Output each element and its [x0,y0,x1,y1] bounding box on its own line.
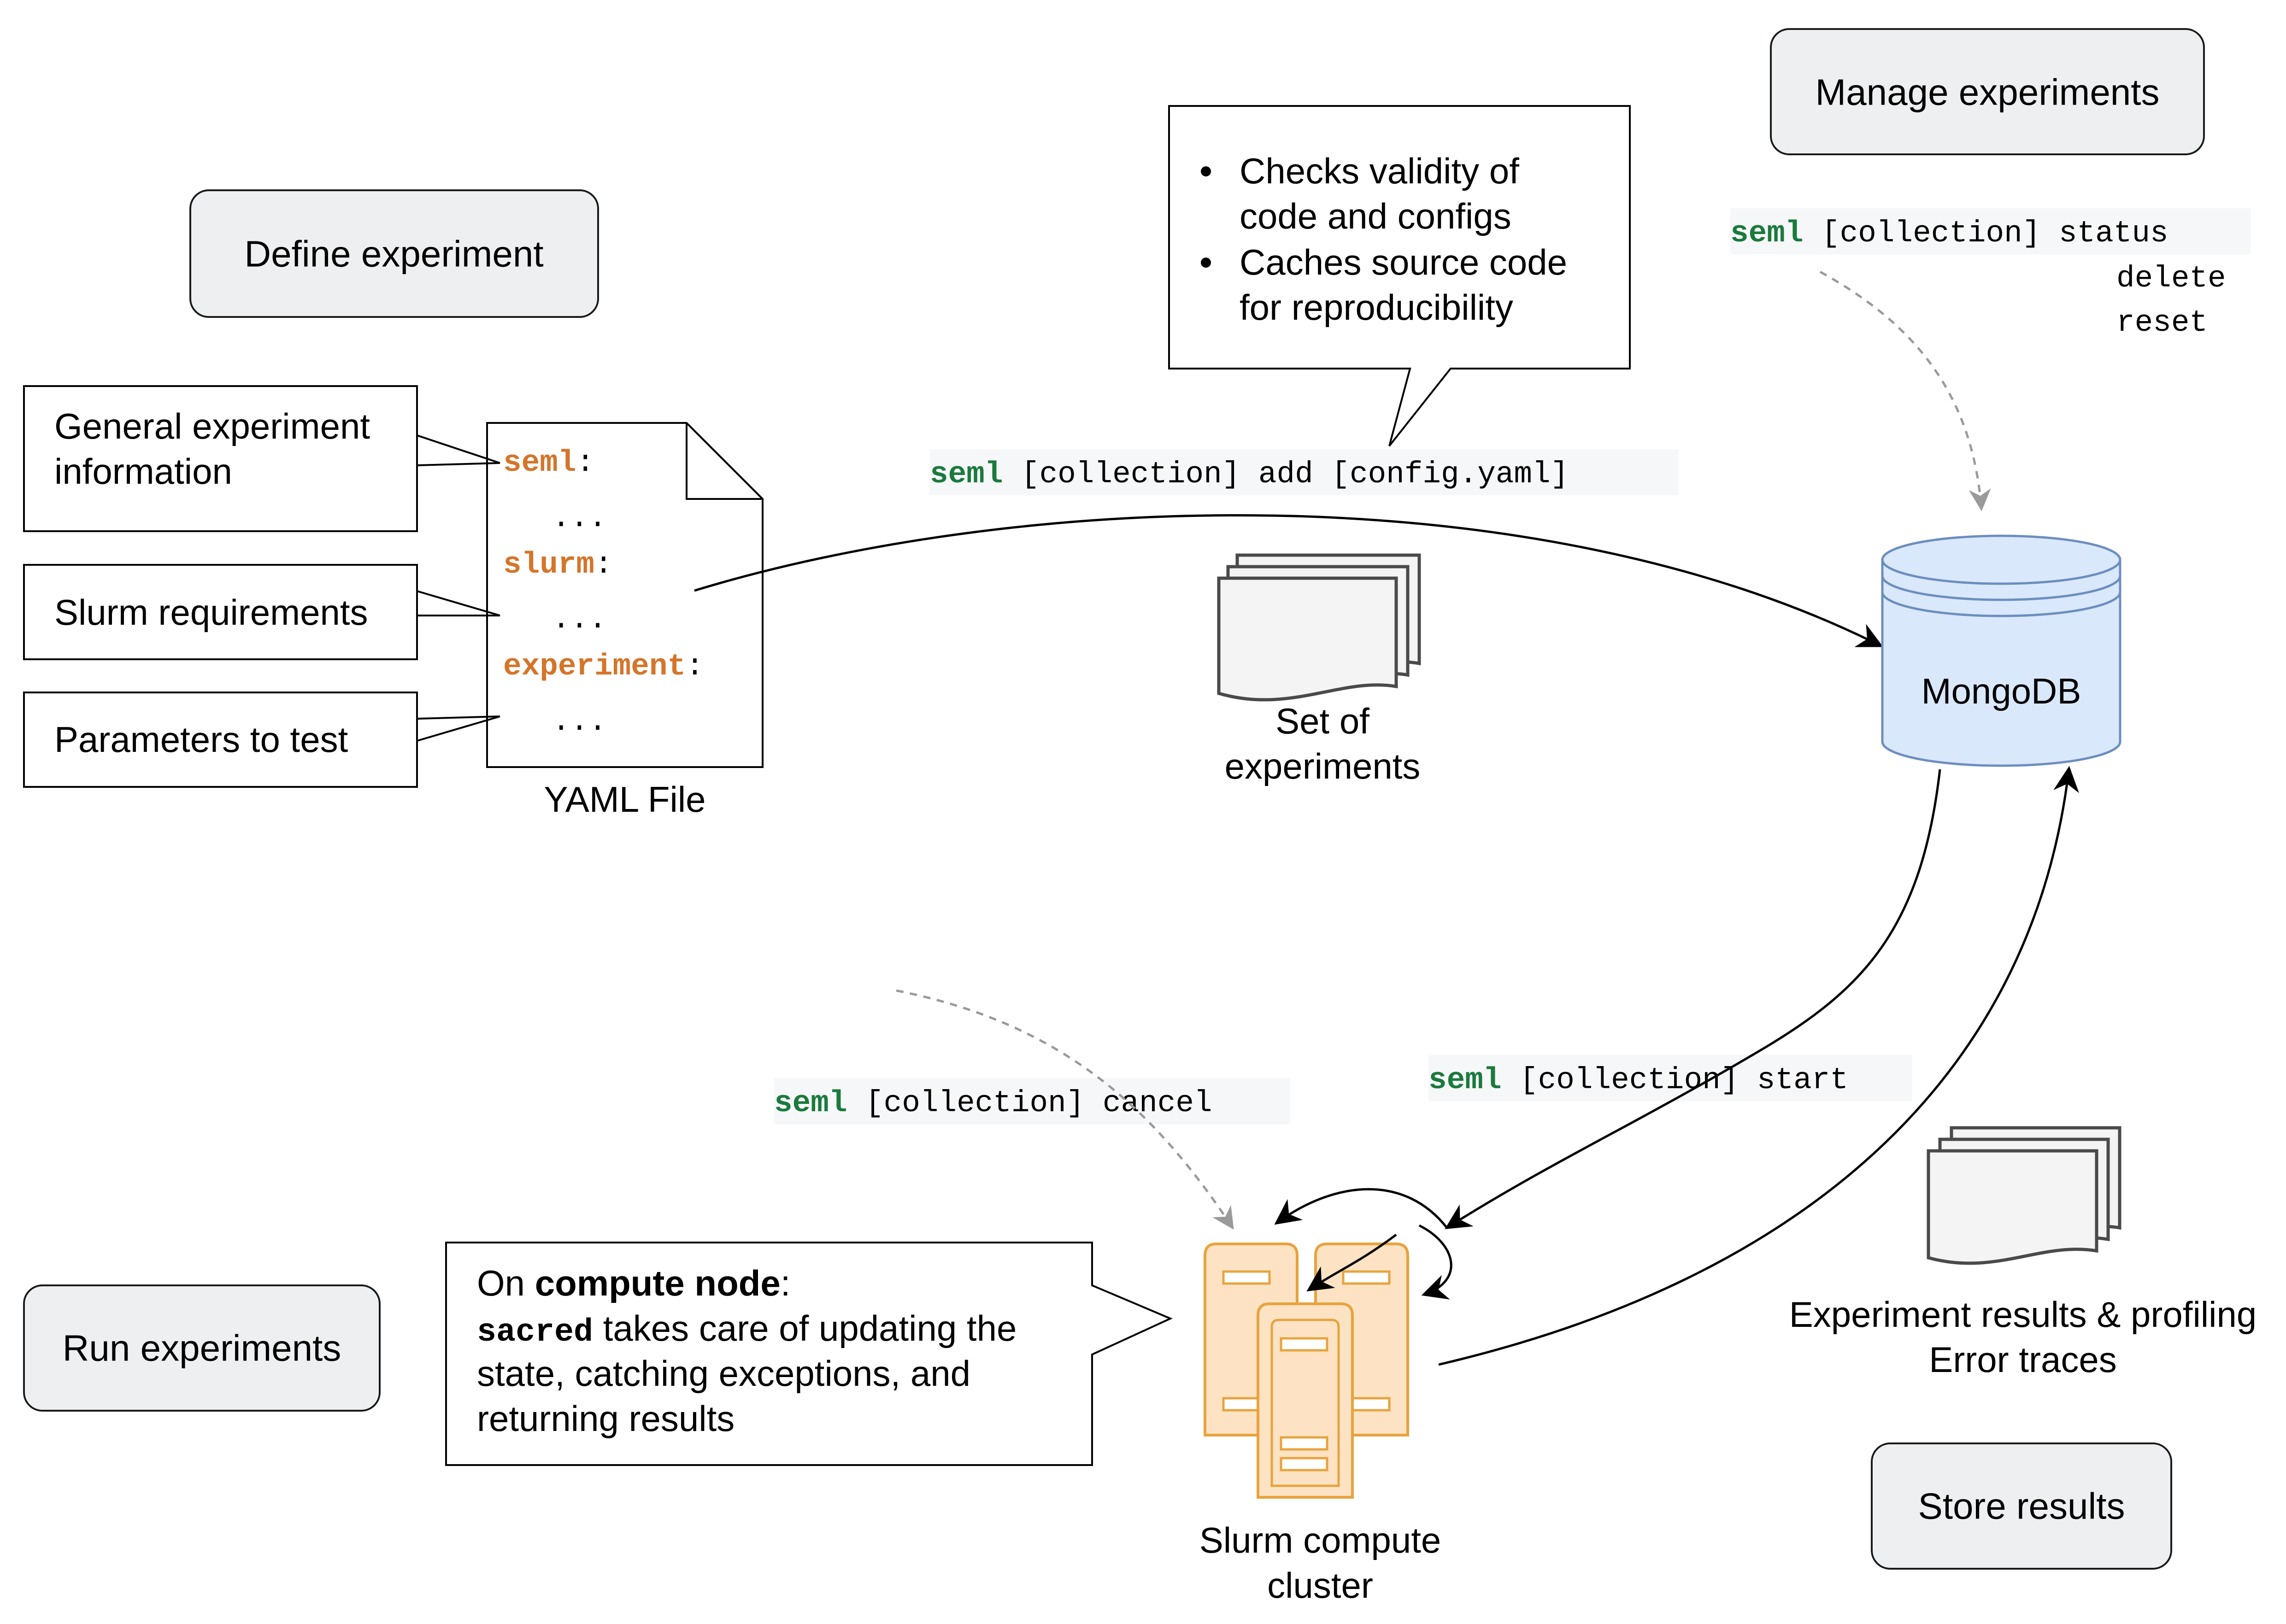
manage-option-reset: reset [2116,305,2208,340]
set-of-experiments-icon [1217,553,1421,702]
mongodb-label: MongoDB [1922,671,2081,711]
manage-option-status: status [2059,216,2168,251]
cancel-command-seml: seml [774,1086,847,1120]
arrow-manage-to-mongodb [1819,270,1991,511]
arrow-cancel-to-cluster [896,989,1234,1230]
start-command: seml [collection] start [1428,1063,1848,1097]
phase-manage-label: Manage experiments [1815,72,2159,113]
cluster-label-line2: cluster [1267,1565,1373,1606]
compute-callout-line1-pre: On [477,1263,535,1303]
annotation-general-line1: General experiment [54,406,370,446]
compute-callout-line1-post: : [781,1263,791,1303]
manage-command: seml [collection] status [1730,216,2168,251]
cluster-internal-arrow-1 [1274,1188,1448,1229]
cluster-label-line1: Slurm compute [1199,1520,1441,1560]
annotation-slurm-req: Slurm requirements [23,564,500,660]
add-callout-bullet1-line1: Checks validity of [1240,151,1519,191]
compute-callout-line3: state, catching exceptions, and [477,1353,970,1394]
yaml-line-experiment: experiment: [503,649,704,684]
yaml-line-seml: seml: [503,446,594,480]
arrow-yaml-to-mongodb [694,514,1884,647]
compute-callout-line4: returning results [477,1398,735,1439]
compute-callout-line2-rest: takes care of updating the [593,1308,1017,1348]
arrow-cluster-to-mongodb [1438,766,2079,1366]
phase-manage-box: Manage experiments [1770,28,2205,155]
svg-text:information: information [54,451,232,492]
compute-callout-sacred: sacred [477,1314,593,1351]
svg-text:Checks validity of: Checks validity of [1240,151,1519,191]
svg-text:for reproducibility: for reproducibility [1240,287,1513,328]
phase-define-label: Define experiment [244,234,543,275]
phase-run-box: Run experiments [23,1284,381,1412]
slurm-cluster-icon [1204,1243,1409,1499]
phase-store-box: Store results [1871,1442,2172,1570]
add-callout-bullet1-line2: code and configs [1240,196,1511,236]
yaml-ellipsis-1: ... [552,501,607,535]
phase-run-label: Run experiments [63,1328,341,1369]
svg-text:code and configs: code and configs [1240,196,1511,236]
results-line1: Experiment results & profiling [1789,1294,2257,1335]
yaml-key-experiment: experiment [503,649,686,684]
svg-text:sacred takes care of updating: sacred takes care of updating the [477,1308,1017,1351]
svg-text:On compute node:: On compute node: [477,1263,790,1303]
add-callout-bullet2-line2: for reproducibility [1240,287,1513,328]
add-callout-bullet2-line1: Caches source code [1240,242,1567,282]
svg-text:Caches source code: Caches source code [1240,242,1567,282]
start-command-seml: seml [1428,1063,1501,1097]
cancel-command: seml [collection] cancel [774,1086,1212,1120]
cancel-command-bg [774,1078,1290,1124]
results-line2: Error traces [1929,1339,2116,1380]
yaml-key-seml: seml [503,446,576,480]
annotation-params-text: Parameters to test [54,719,348,760]
manage-command-bg [1730,208,2251,254]
cluster-internal-arrow-3 [1306,1233,1397,1292]
cluster-internal-arrow-2 [1418,1224,1452,1300]
set-of-experiments-line1: Set of [1275,701,1369,741]
add-command-seml: seml [930,457,1003,492]
yaml-ellipsis-2: ... [552,602,607,637]
yaml-file-document: seml: ... slurm: ... experiment: ... [486,422,764,768]
server-front [1257,1302,1354,1499]
arrow-mongodb-to-cluster [1445,769,1941,1229]
yaml-key-slurm: slurm [503,547,594,582]
experiment-results-icon [1927,1126,2121,1265]
yaml-ellipsis-3: ... [552,704,607,739]
compute-callout-line1-bold: compute node [535,1263,781,1303]
phase-define-box: Define experiment [189,189,599,318]
add-callout: Checks validity of code and configs Cach… [1168,105,1631,447]
yaml-line-slurm: slurm: [503,547,613,582]
manage-option-delete: delete [2116,261,2226,296]
manage-command-seml: seml [1730,216,1803,251]
start-command-bg [1428,1055,1912,1101]
add-command-bg [930,449,1679,495]
svg-text:General experiment: General experiment [54,406,370,446]
add-command: seml [collection] add [config.yaml] [930,457,1569,492]
set-of-experiments-line2: experiments [1225,746,1421,786]
annotation-params: Parameters to test [23,692,500,788]
annotation-slurm-text: Slurm requirements [54,592,368,633]
compute-node-callout: On compute node: sacred takes care of up… [445,1242,1173,1466]
annotation-general-info: General experiment information [23,385,500,532]
yaml-caption: YAML File [544,779,705,820]
phase-store-label: Store results [1918,1486,2125,1527]
annotation-general-line2: information [54,451,232,492]
mongodb-cylinder: MongoDB [1881,534,2121,767]
